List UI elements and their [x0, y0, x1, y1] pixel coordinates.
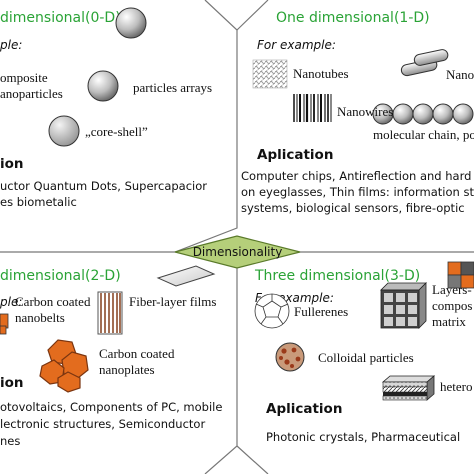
two-d-item-nanoplates: nanoplates	[99, 362, 155, 377]
zero-d-application-heading: ion	[0, 156, 24, 172]
molecular-chain-icon	[372, 103, 474, 125]
three-d-application-line: Photonic crystals, Pharmaceutical	[266, 430, 461, 444]
two-d-application-line: nes	[0, 434, 21, 448]
two-d-item-carbon-coated-plates: Carbon coated	[99, 346, 175, 361]
two-d-item-fiber-layer-films: Fiber-layer films	[129, 294, 217, 309]
zero-d-example-label: ple:	[0, 38, 23, 52]
nanotube-mesh-icon	[252, 59, 288, 89]
core-shell-sphere-icon	[48, 115, 80, 147]
fullerene-icon	[254, 293, 290, 329]
three-d-item-fullerenes: Fullerenes	[294, 304, 349, 319]
nanoplates-icon	[39, 339, 89, 393]
thin-sheet-icon	[156, 265, 216, 287]
zero-d-application-line: uctor Quantum Dots, Supercapacior	[0, 179, 208, 193]
one-d-application-line: Computer chips, Antireflection and hard	[241, 169, 472, 183]
dimensionality-label: Dimensionality	[192, 245, 283, 259]
nanowires-icon	[293, 94, 332, 122]
nanorod-capsule-icon	[400, 49, 449, 77]
two-d-example-label: ple:	[0, 295, 23, 309]
nanobelt-icon	[0, 313, 9, 335]
one-d-application-heading: Aplication	[257, 147, 334, 163]
zero-d-title: dimensional(0-D)	[0, 10, 121, 26]
two-d-application-line: otovoltaics, Components of PC, mobile	[0, 400, 223, 414]
colloidal-particle-icon	[275, 342, 305, 372]
two-d-title: dimensional(2-D)	[0, 268, 121, 284]
three-d-item-colloidal-particles: Colloidal particles	[318, 350, 414, 365]
fiber-layer-film-icon	[97, 291, 123, 335]
two-d-application-line: lectronic structures, Semiconductor	[0, 417, 206, 431]
three-d-title: Three dimensional(3-D)	[255, 268, 421, 284]
layered-matrix-icon	[380, 282, 427, 329]
one-d-application-line: systems, biological sensors, fibre-optic	[241, 201, 465, 215]
sphere-icon	[87, 70, 119, 102]
photonic-cube-icon	[447, 261, 474, 289]
one-d-title: One dimensional(1-D)	[276, 10, 430, 26]
zero-d-item-core-shell: „core-shell”	[85, 124, 148, 139]
one-d-item-nanotubes: Nanotubes	[293, 66, 349, 81]
heterostructure-icon	[381, 375, 436, 401]
two-d-application-heading: ion	[0, 375, 24, 391]
zero-d-application-line: es biometalic	[0, 195, 77, 209]
three-d-item-composite: compos	[432, 298, 473, 313]
three-d-item-layers: Layers-	[432, 282, 472, 297]
three-d-application-heading: Aplication	[266, 401, 343, 417]
one-d-item-nanowires: Nanowires	[337, 104, 394, 119]
two-d-item-carbon-coated: Carbon coated	[15, 294, 91, 309]
sphere-icon	[115, 7, 147, 39]
zero-d-item-composite: omposite	[0, 70, 48, 85]
two-d-item-nanobelts: nanobelts	[15, 310, 65, 325]
one-d-item-molecular-chain: molecular chain, po	[373, 127, 474, 142]
one-d-item-nano: Nano	[446, 67, 474, 82]
three-d-item-hetero: hetero	[440, 379, 473, 394]
zero-d-item-nanoparticles: anoparticles	[0, 86, 63, 101]
one-d-application-line: on eyeglasses, Thin films: information s…	[241, 185, 474, 199]
three-d-item-matrix: matrix	[432, 314, 466, 329]
one-d-example-label: For example:	[257, 38, 336, 52]
zero-d-item-particles-arrays: particles arrays	[133, 80, 213, 95]
